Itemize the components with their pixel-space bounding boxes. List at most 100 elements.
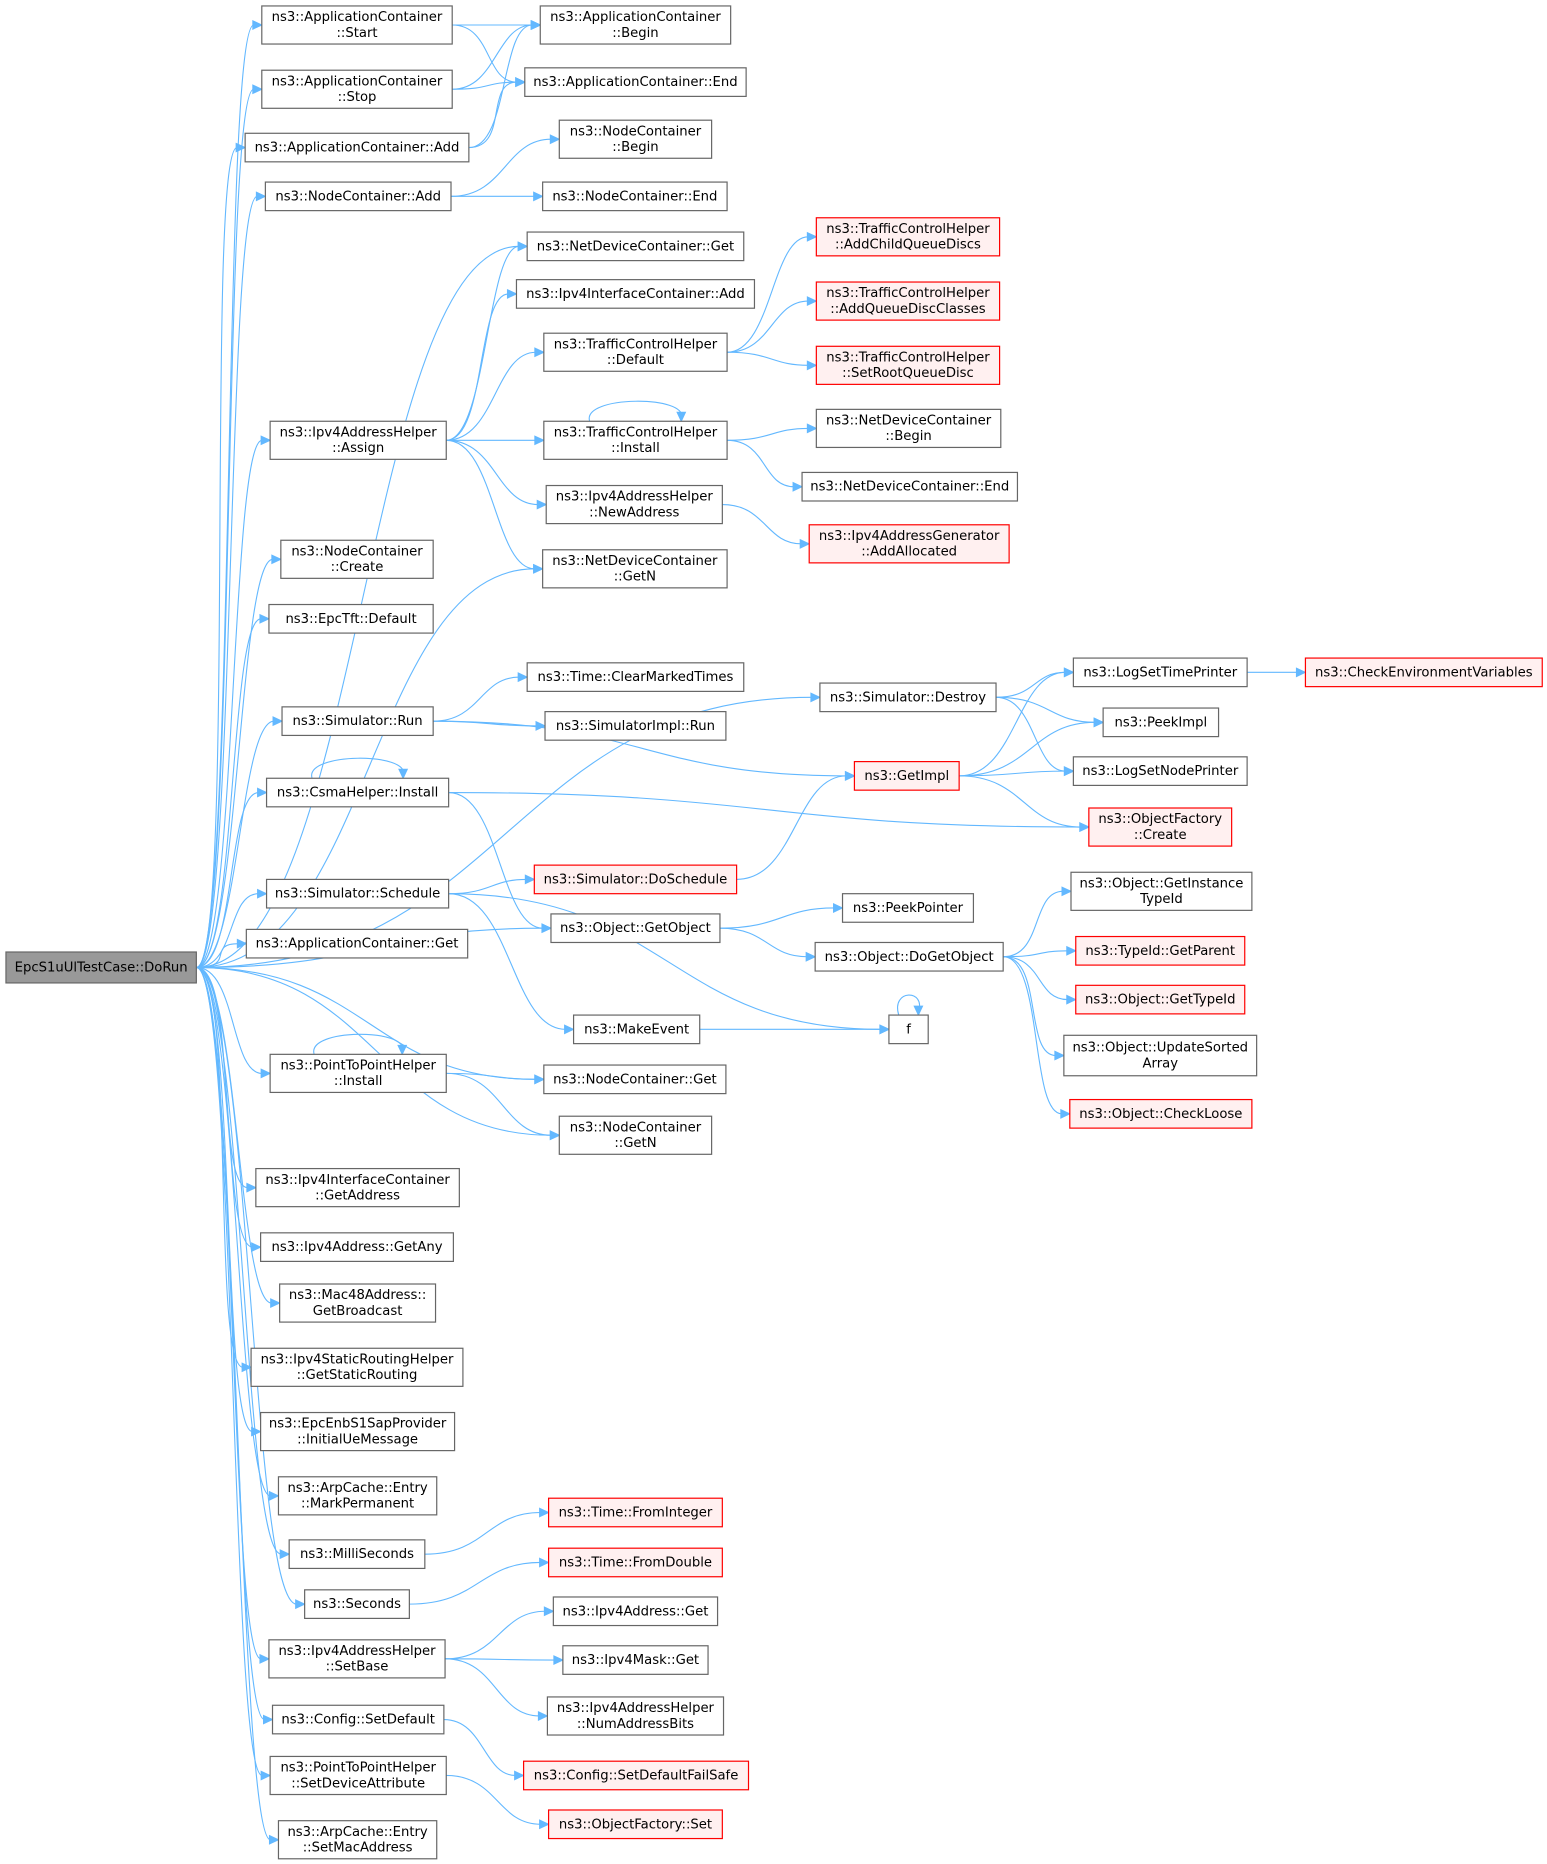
- edge-line: [589, 400, 682, 422]
- node-label: ns3::Time::FromDouble: [559, 1555, 712, 1570]
- node-label: ::Create: [331, 560, 384, 575]
- edge-line: [448, 791, 543, 929]
- node-epctft-default[interactable]: ns3::EpcTft::Default: [268, 603, 434, 634]
- node-ipv4ic-getaddr[interactable]: ns3::Ipv4InterfaceContainer::GetAddress: [255, 1167, 460, 1208]
- node-label: ns3::Ipv4AddressHelper: [280, 425, 438, 440]
- node-ac-stop[interactable]: ns3::ApplicationContainer::Stop: [261, 69, 453, 109]
- node-arp-setmac[interactable]: ns3::ArpCache::Entry::SetMacAddress: [277, 1820, 438, 1860]
- edge-nc_add-to-nc_end: [451, 191, 544, 202]
- node-ipv4ah-setbase[interactable]: ns3::Ipv4AddressHelper::SetBase: [268, 1639, 446, 1679]
- node-sim-schedule[interactable]: ns3::Simulator::Schedule: [265, 878, 450, 909]
- edge-line: [196, 88, 255, 969]
- node-obj-getobject[interactable]: ns3::Object::GetObject: [550, 913, 721, 944]
- node-time-fromdouble[interactable]: ns3::Time::FromDouble: [547, 1547, 723, 1578]
- node-box: [265, 777, 450, 808]
- node-sim-doschedule[interactable]: ns3::Simulator::DoSchedule: [533, 864, 738, 895]
- node-simimpl-run[interactable]: ns3::SimulatorImpl::Run: [544, 711, 727, 741]
- node-label: ns3::GetImpl: [864, 769, 949, 784]
- node-nc-add[interactable]: ns3::NodeContainer::Add: [264, 181, 452, 212]
- node-ndc-begin[interactable]: ns3::NetDeviceContainer::Begin: [815, 408, 1002, 449]
- node-mac48-getbcast[interactable]: ns3::Mac48Address::GetBroadcast: [279, 1283, 437, 1323]
- node-peekpointer[interactable]: ns3::PeekPointer: [841, 893, 975, 923]
- node-ipv4ic-add[interactable]: ns3::Ipv4InterfaceContainer::Add: [515, 279, 756, 309]
- node-ac-start[interactable]: ns3::ApplicationContainer::Start: [261, 5, 453, 45]
- node-nc-get[interactable]: ns3::NodeContainer::Get: [543, 1064, 727, 1095]
- node-nc-create[interactable]: ns3::NodeContainer::Create: [280, 539, 434, 579]
- edge-ac_add-to-ac_begin: [468, 20, 542, 149]
- node-time-fromint[interactable]: ns3::Time::FromInteger: [547, 1497, 723, 1528]
- edge-obj_getobject-to-peekpointer: [719, 902, 844, 929]
- node-box: [1102, 707, 1220, 738]
- node-getimpl[interactable]: ns3::GetImpl: [853, 760, 960, 791]
- node-label: ns3::Ipv4AddressHelper: [278, 1644, 436, 1659]
- node-ac-begin[interactable]: ns3::ApplicationContainer::Begin: [539, 5, 732, 45]
- node-p2p-setdevattr[interactable]: ns3::PointToPointHelper::SetDeviceAttrib…: [269, 1755, 447, 1796]
- node-nc-end[interactable]: ns3::NodeContainer::End: [542, 181, 728, 212]
- node-ac-add[interactable]: ns3::ApplicationContainer::Add: [244, 132, 470, 163]
- node-tch-addchild[interactable]: ns3::TrafficControlHelper::AddChildQueue…: [815, 217, 1001, 257]
- node-time-clear[interactable]: ns3::Time::ClearMarkedTimes: [526, 662, 745, 692]
- edge-obj_dogetobject-to-obj_updatesorted: [1003, 956, 1066, 1061]
- node-root[interactable]: EpcS1uUlTestCase::DoRun: [5, 951, 197, 984]
- node-tch-default[interactable]: ns3::TrafficControlHelper::Default: [543, 332, 728, 372]
- edge-arrowhead: [564, 1024, 575, 1035]
- node-ipv4mask-get[interactable]: ns3::Ipv4Mask::Get: [562, 1645, 709, 1675]
- node-epcenb-initial[interactable]: ns3::EpcEnbS1SapProvider::InitialUeMessa…: [260, 1411, 456, 1452]
- node-ndc-end[interactable]: ns3::NetDeviceContainer::End: [801, 471, 1019, 502]
- node-typeid-getparent[interactable]: ns3::TypeId::GetParent: [1075, 935, 1246, 966]
- node-box: [543, 332, 728, 372]
- edge-arrowhead: [252, 84, 263, 95]
- node-milliseconds[interactable]: ns3::MilliSeconds: [288, 1539, 426, 1570]
- node-tch-setroot[interactable]: ns3::TrafficControlHelper::SetRootQueueD…: [815, 345, 1001, 385]
- node-obj-dogetobject[interactable]: ns3::Object::DoGetObject: [814, 941, 1004, 972]
- node-label: ns3::ApplicationContainer::End: [533, 75, 737, 90]
- node-log-setnode[interactable]: ns3::LogSetNodePrinter: [1072, 756, 1248, 787]
- node-ipv4ah-newaddr[interactable]: ns3::Ipv4AddressHelper::NewAddress: [545, 484, 723, 525]
- node-ac-end[interactable]: ns3::ApplicationContainer::End: [524, 67, 747, 97]
- node-tch-addclasses[interactable]: ns3::TrafficControlHelper::AddQueueDiscC…: [815, 281, 1001, 321]
- node-ipv4ah-assign[interactable]: ns3::Ipv4AddressHelper::Assign: [269, 420, 447, 460]
- node-log-settime[interactable]: ns3::LogSetTimePrinter: [1072, 657, 1248, 688]
- node-ac-get[interactable]: ns3::ApplicationContainer::Get: [245, 928, 469, 959]
- node-ipv4ag-alloc[interactable]: ns3::Ipv4AddressGenerator::AddAllocated: [808, 524, 1010, 564]
- edge-line: [446, 1072, 536, 1080]
- node-sim-destroy[interactable]: ns3::Simulator::Destroy: [819, 682, 997, 713]
- node-ipv4ah-numbits[interactable]: ns3::Ipv4AddressHelper::NumAddressBits: [546, 1696, 725, 1736]
- node-tch-install[interactable]: ns3::TrafficControlHelper::Install: [543, 420, 728, 460]
- edge-line: [448, 878, 527, 895]
- edge-arrowhead: [251, 1242, 262, 1253]
- edge-p2p_install-to-p2p_install: [313, 1033, 408, 1056]
- edge-ipv4ah_setbase-to-ipv4mask_get: [445, 1655, 565, 1666]
- edge-arrowhead: [272, 716, 284, 727]
- node-label: ns3::Time::FromInteger: [559, 1505, 713, 1520]
- node-ipv4addr-getany[interactable]: ns3::Ipv4Address::GetAny: [260, 1232, 454, 1262]
- node-label: ns3::Object::GetTypeId: [1085, 993, 1235, 1008]
- node-sim-run[interactable]: ns3::Simulator::Run: [281, 706, 434, 737]
- node-box: [279, 1283, 437, 1323]
- node-ipv4srh-get[interactable]: ns3::Ipv4StaticRoutingHelper::GetStaticR…: [250, 1347, 464, 1387]
- node-check-env[interactable]: ns3::CheckEnvironmentVariables: [1304, 657, 1543, 688]
- node-arp-markperm[interactable]: ns3::ArpCache::Entry::MarkPermanent: [277, 1476, 438, 1516]
- node-ndc-getn[interactable]: ns3::NetDeviceContainer::GetN: [542, 549, 728, 589]
- node-ndc-get[interactable]: ns3::NetDeviceContainer::Get: [526, 231, 745, 262]
- edge-arrowhead: [533, 563, 544, 574]
- node-of-create[interactable]: ns3::ObjectFactory::Create: [1088, 807, 1233, 847]
- node-nc-getn[interactable]: ns3::NodeContainer::GetN: [558, 1115, 713, 1155]
- node-makeevent[interactable]: ns3::MakeEvent: [572, 1014, 701, 1045]
- node-ipv4addr-get[interactable]: ns3::Ipv4Address::Get: [552, 1596, 719, 1627]
- node-config-failsafe[interactable]: ns3::Config::SetDefaultFailSafe: [522, 1760, 750, 1791]
- node-f[interactable]: f: [888, 1014, 929, 1045]
- node-p2p-install[interactable]: ns3::PointToPointHelper::Install: [269, 1053, 447, 1094]
- node-nc-begin[interactable]: ns3::NodeContainer::Begin: [558, 119, 713, 159]
- node-obj-checkloose[interactable]: ns3::Object::CheckLoose: [1069, 1098, 1253, 1129]
- node-obj-gettypeid[interactable]: ns3::Object::GetTypeId: [1075, 984, 1246, 1015]
- node-seconds[interactable]: ns3::Seconds: [304, 1589, 410, 1619]
- node-config-setdefault[interactable]: ns3::Config::SetDefault: [271, 1704, 445, 1735]
- node-of-set[interactable]: ns3::ObjectFactory::Set: [547, 1809, 723, 1840]
- node-peekimpl[interactable]: ns3::PeekImpl: [1102, 707, 1220, 738]
- edge-ipv4ah_newaddr-to-ipv4ag_alloc: [722, 504, 811, 549]
- node-box: [572, 1014, 701, 1045]
- node-csma-install[interactable]: ns3::CsmaHelper::Install: [265, 777, 450, 808]
